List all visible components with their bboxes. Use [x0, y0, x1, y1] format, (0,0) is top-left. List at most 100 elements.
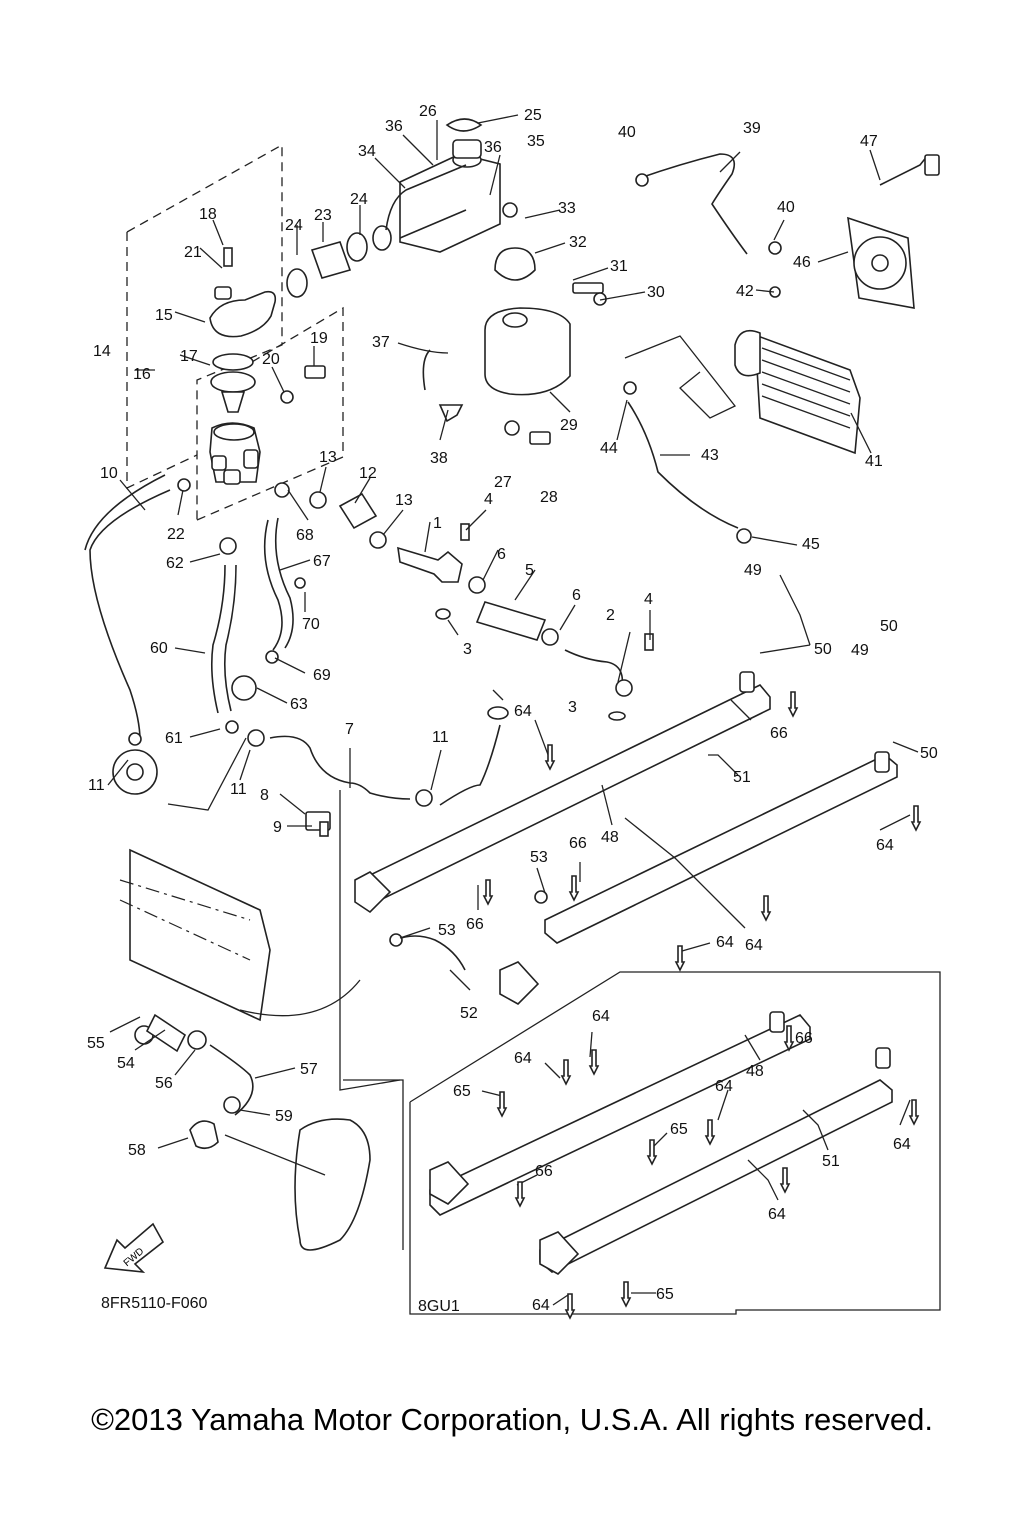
callout-44: 44: [600, 440, 618, 457]
callout-59: 59: [275, 1108, 293, 1125]
callout-24: 24: [285, 217, 303, 234]
callout-51b: 51: [822, 1153, 840, 1170]
callout-15: 15: [155, 307, 173, 324]
callout-64g: 64: [715, 1078, 733, 1095]
callout-8: 8: [260, 787, 269, 804]
callout-43: 43: [701, 447, 719, 464]
callout-50c: 50: [920, 745, 938, 762]
callout-69: 69: [313, 667, 331, 684]
callout-24b: 24: [350, 191, 368, 208]
callout-48b: 48: [746, 1063, 764, 1080]
callout-46: 46: [793, 254, 811, 271]
callout-68: 68: [296, 527, 314, 544]
reservoir-tank-group: [385, 118, 607, 445]
callout-64d: 64: [745, 937, 763, 954]
fastener-bolts: [482, 691, 922, 1320]
callout-56: 56: [155, 1075, 173, 1092]
callout-34: 34: [358, 143, 376, 160]
callout-65: 65: [453, 1083, 471, 1100]
callout-66c: 66: [466, 916, 484, 933]
callout-26: 26: [419, 103, 437, 120]
callout-29: 29: [560, 417, 578, 434]
callout-64e: 64: [592, 1008, 610, 1025]
callout-4: 4: [484, 491, 493, 508]
callout-13b: 13: [395, 492, 413, 509]
callout-64h: 64: [893, 1136, 911, 1153]
callout-64b: 64: [876, 837, 894, 854]
callout-7: 7: [345, 721, 354, 738]
callout-54: 54: [117, 1055, 135, 1072]
callout-50b: 50: [880, 618, 898, 635]
callout-28: 28: [540, 489, 558, 506]
callout-35: 35: [527, 133, 545, 150]
callout-57: 57: [300, 1061, 318, 1078]
callout-2: 2: [606, 607, 615, 624]
callout-42: 42: [736, 283, 754, 300]
callout-3b: 3: [568, 699, 577, 716]
callout-16: 16: [133, 366, 151, 383]
callout-63: 63: [290, 696, 308, 713]
callout-37: 37: [372, 334, 390, 351]
inset-label: 8GU1: [418, 1298, 460, 1315]
callout-53: 53: [530, 849, 548, 866]
callout-65c: 65: [656, 1286, 674, 1303]
callout-23: 23: [314, 207, 332, 224]
callout-66b: 66: [569, 835, 587, 852]
fwd-arrow-icon: FWD: [103, 1222, 165, 1274]
callout-36: 36: [385, 118, 403, 135]
callout-40: 40: [618, 124, 636, 141]
callout-18: 18: [199, 206, 217, 223]
callout-11: 11: [88, 777, 105, 794]
callout-50: 50: [814, 641, 832, 658]
leader-lines: [107, 114, 919, 1306]
callout-27: 27: [494, 474, 512, 491]
callout-64f: 64: [514, 1050, 532, 1067]
callout-61: 61: [165, 730, 183, 747]
callout-58: 58: [128, 1142, 146, 1159]
callout-64j: 64: [768, 1206, 786, 1223]
callout-38: 38: [430, 450, 448, 467]
callout-32: 32: [569, 234, 587, 251]
callout-5: 5: [525, 562, 534, 579]
copyright-notice: ©2013 Yamaha Motor Corporation, U.S.A. A…: [91, 1402, 933, 1437]
callout-47: 47: [860, 133, 878, 150]
callout-55: 55: [87, 1035, 105, 1052]
callout-6b: 6: [572, 587, 581, 604]
upper-hoses-group: [286, 225, 392, 298]
callout-60: 60: [150, 640, 168, 657]
callout-22: 22: [167, 526, 185, 543]
callout-14: 14: [93, 343, 111, 360]
callout-11b: 11: [230, 781, 247, 798]
callout-4b: 4: [644, 591, 653, 608]
callout-51: 51: [733, 769, 751, 786]
callout-66e: 66: [535, 1163, 553, 1180]
callout-11c: 11: [432, 729, 449, 746]
callout-52: 52: [460, 1005, 478, 1022]
callout-41: 41: [865, 453, 883, 470]
callout-19: 19: [310, 330, 328, 347]
callout-64i: 64: [532, 1297, 550, 1314]
callout-66: 66: [770, 725, 788, 742]
callout-49b: 49: [851, 642, 869, 659]
callout-13: 13: [319, 449, 337, 466]
callout-10: 10: [100, 465, 118, 482]
callout-45: 45: [802, 536, 820, 553]
callout-64: 64: [514, 703, 532, 720]
callout-21: 21: [184, 244, 202, 261]
callout-12: 12: [359, 465, 377, 482]
callout-17: 17: [180, 348, 198, 365]
callout-36b: 36: [484, 139, 502, 156]
callout-49: 49: [744, 562, 762, 579]
radiator-fan-group: [623, 153, 940, 544]
callout-70: 70: [302, 616, 320, 633]
callout-6: 6: [497, 546, 506, 563]
center-hoses-group: [309, 491, 654, 721]
callout-31: 31: [610, 258, 628, 275]
callout-9: 9: [273, 819, 282, 836]
callout-65b: 65: [670, 1121, 688, 1138]
callout-40b: 40: [777, 199, 795, 216]
callout-3: 3: [463, 641, 472, 658]
callout-67: 67: [313, 553, 331, 570]
